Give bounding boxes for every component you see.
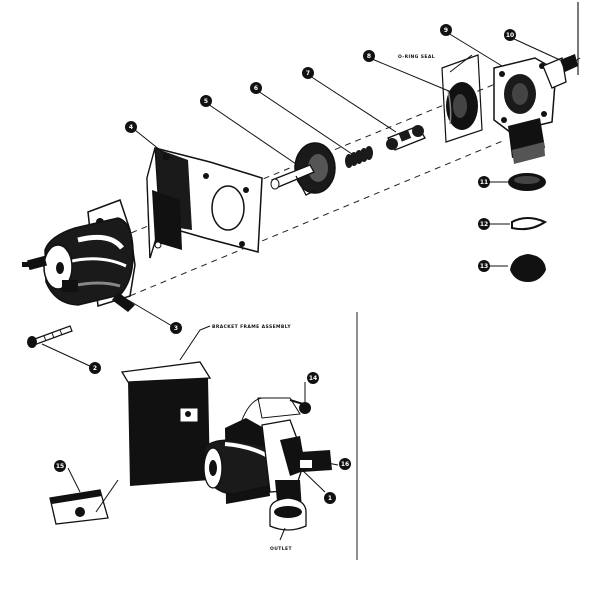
outlet-cap xyxy=(510,254,546,282)
svg-text:12: 12 xyxy=(480,221,488,228)
assembled-valve xyxy=(120,361,332,531)
callout-11: 11 xyxy=(478,176,490,188)
inlet-screen xyxy=(560,54,578,72)
svg-text:8: 8 xyxy=(367,53,371,60)
solenoid-coil xyxy=(22,199,136,312)
bracket-frame-assembly-label: BRACKET FRAME ASSEMBLY xyxy=(212,324,291,330)
callout-7: 7 xyxy=(302,67,314,79)
inlet-screen-leader xyxy=(564,57,581,69)
callout-6: 6 xyxy=(250,82,262,94)
callout-13: 13 xyxy=(478,260,490,272)
svg-text:1: 1 xyxy=(328,495,332,502)
callout-5: 5 xyxy=(200,95,212,107)
callout-12: 12 xyxy=(478,218,490,230)
svg-text:11: 11 xyxy=(480,179,488,186)
svg-text:13: 13 xyxy=(480,263,488,270)
callout-2: 2 xyxy=(89,362,101,374)
svg-text:16: 16 xyxy=(341,461,349,468)
diaphragm xyxy=(446,82,478,130)
callout-16: 16 xyxy=(339,458,351,470)
plunger-armature xyxy=(270,142,336,196)
valve-stem xyxy=(386,125,426,151)
o-ring-seal-label: O-RING SEAL xyxy=(398,54,435,60)
callout-14: 14 xyxy=(307,372,319,384)
svg-text:6: 6 xyxy=(254,85,258,92)
svg-text:7: 7 xyxy=(306,70,310,77)
leader-lines xyxy=(41,32,561,541)
svg-text:10: 10 xyxy=(506,32,514,39)
flow-washer xyxy=(508,173,546,191)
mounting-bracket xyxy=(146,147,263,259)
callout-1: 1 xyxy=(324,492,336,504)
svg-text:3: 3 xyxy=(174,325,178,332)
mounting-screw xyxy=(27,325,73,348)
outlet-label: OUTLET xyxy=(270,546,292,552)
svg-text:15: 15 xyxy=(56,463,64,470)
svg-text:4: 4 xyxy=(129,124,133,131)
callout-15: 15 xyxy=(54,460,66,472)
callout-4: 4 xyxy=(125,121,137,133)
callout-9: 9 xyxy=(440,24,452,36)
svg-text:14: 14 xyxy=(309,375,317,382)
plunger-spring xyxy=(345,146,373,168)
label-card xyxy=(49,489,109,525)
retaining-clip xyxy=(511,217,548,231)
callout-8: 8 xyxy=(363,50,375,62)
valve-body xyxy=(493,57,567,164)
svg-text:9: 9 xyxy=(444,27,448,34)
assembly-axis-lines xyxy=(59,79,506,301)
svg-text:5: 5 xyxy=(204,98,208,105)
callout-10: 10 xyxy=(504,29,516,41)
callout-3: 3 xyxy=(170,322,182,334)
svg-text:2: 2 xyxy=(93,365,97,372)
